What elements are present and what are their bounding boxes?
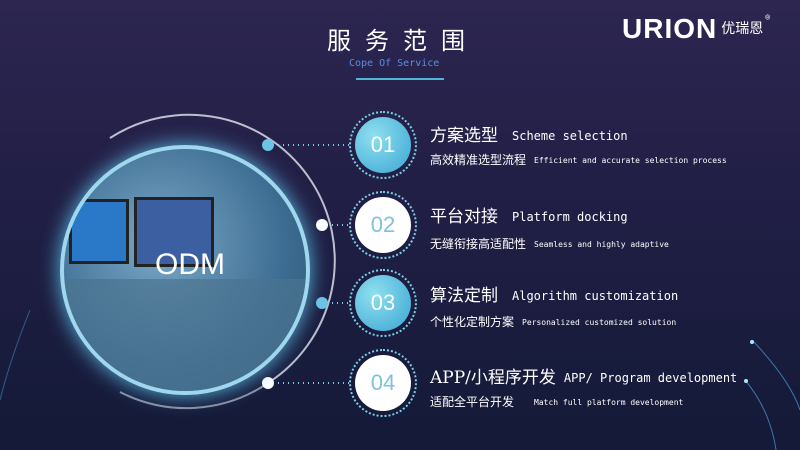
logo-cn: 优瑞恩	[721, 21, 764, 37]
desk	[64, 279, 306, 391]
logo-brand: URION	[622, 13, 718, 44]
odm-label: ODM	[155, 248, 225, 281]
page-subtitle: Cope Of Service	[349, 58, 440, 69]
logo: URION 优瑞恩 ®	[622, 14, 770, 44]
item-number: 01	[349, 111, 417, 179]
item-number: 04	[349, 349, 417, 417]
monitor	[134, 197, 214, 267]
monitor	[69, 199, 129, 264]
title-underline	[356, 78, 444, 80]
page-title: 服务范围	[327, 27, 479, 55]
logo-reg: ®	[765, 13, 771, 22]
item-number: 02	[349, 191, 417, 259]
odm-photo	[60, 145, 310, 395]
item-number: 03	[349, 269, 417, 337]
